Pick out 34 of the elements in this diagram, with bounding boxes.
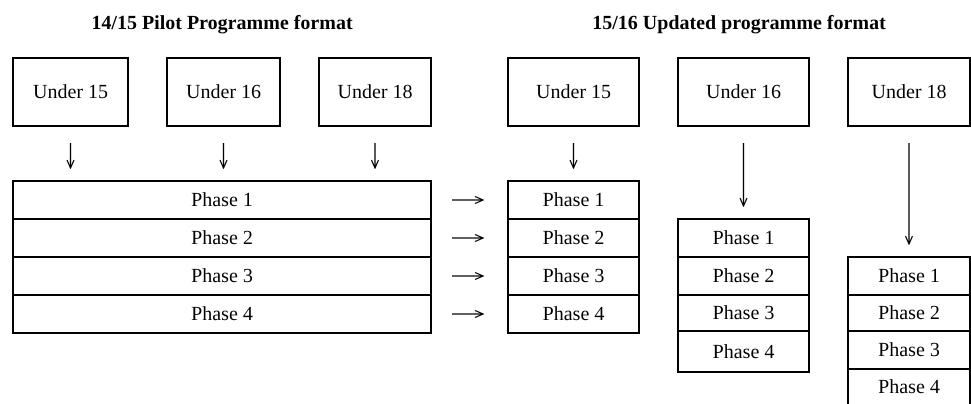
- arrow: [66, 143, 75, 169]
- age-group-box: Under 16: [166, 57, 281, 127]
- arrow: [452, 310, 484, 318]
- age-group-box: Under 18: [847, 57, 971, 127]
- phase-box: Phase 1: [12, 180, 432, 220]
- arrow: [452, 272, 484, 280]
- age-group-box: Under 18: [318, 57, 432, 127]
- arrow: [219, 143, 228, 169]
- phase-box: Phase 1: [677, 218, 810, 258]
- age-group-box: Under 15: [507, 57, 640, 127]
- arrow: [370, 143, 380, 169]
- phase-box: Phase 4: [677, 330, 810, 373]
- age-group-box: Under 16: [677, 57, 810, 127]
- phase-box: Phase 3: [677, 294, 810, 332]
- arrow: [904, 143, 914, 245]
- phase-box: Phase 2: [847, 294, 971, 332]
- phase-box: Phase 2: [507, 218, 640, 258]
- arrow: [452, 196, 484, 204]
- phase-box: Phase 4: [847, 368, 971, 404]
- phase-box: Phase 3: [12, 256, 432, 296]
- section-heading: 15/16 Updated programme format: [592, 12, 886, 34]
- phase-box: Phase 1: [507, 180, 640, 220]
- phase-box: Phase 3: [507, 256, 640, 296]
- section-heading: 14/15 Pilot Programme format: [91, 12, 353, 34]
- phase-box: Phase 4: [507, 294, 640, 334]
- arrow: [452, 234, 484, 242]
- phase-box: Phase 1: [847, 256, 971, 296]
- phase-box: Phase 4: [12, 294, 432, 334]
- phase-box: Phase 3: [847, 330, 971, 370]
- arrow: [739, 143, 748, 207]
- age-group-box: Under 15: [12, 57, 129, 127]
- arrow: [569, 143, 578, 169]
- phase-box: Phase 2: [12, 218, 432, 258]
- phase-box: Phase 2: [677, 256, 810, 296]
